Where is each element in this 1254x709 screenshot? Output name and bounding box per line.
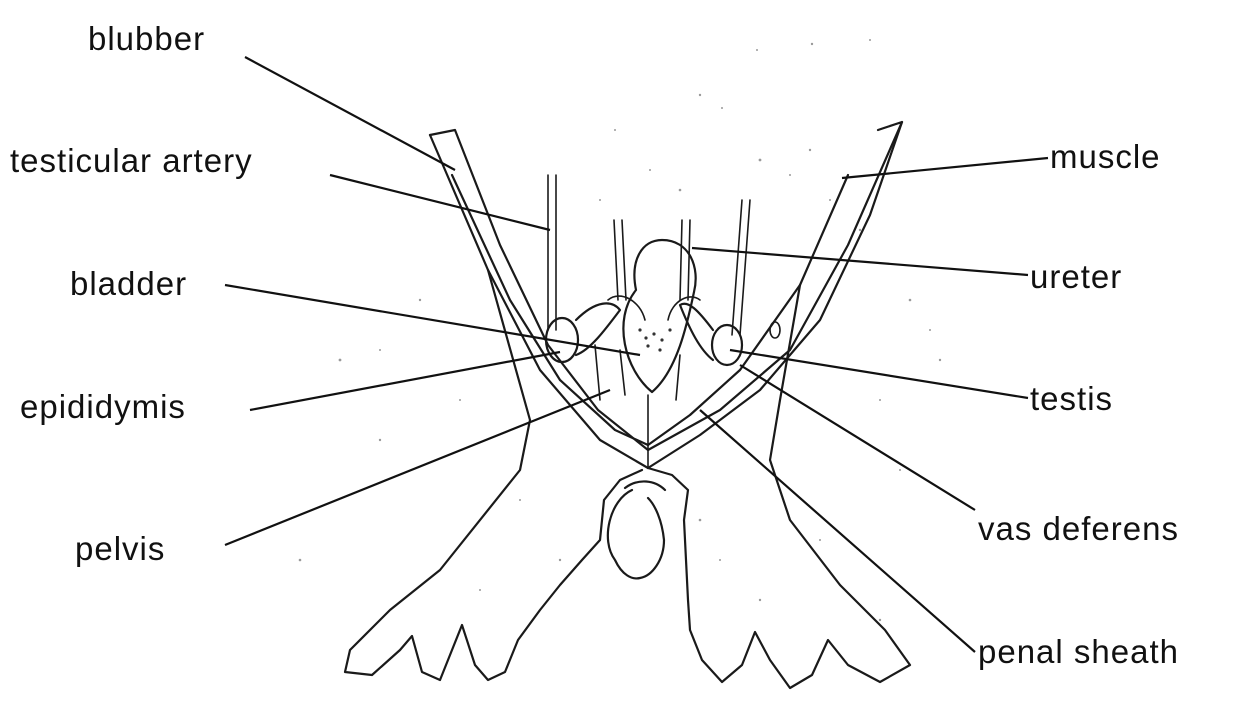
leader-vas-deferens	[740, 365, 975, 510]
leader-ureter	[692, 248, 1028, 275]
leader-lines	[225, 57, 1048, 652]
label-blubber: blubber	[88, 20, 205, 57]
leader-bladder	[225, 285, 640, 355]
label-ureter: ureter	[1030, 258, 1122, 295]
label-testicular-artery: testicular artery	[10, 142, 253, 179]
label-bladder: bladder	[70, 265, 187, 302]
stipple-texture	[299, 39, 942, 621]
leader-blubber	[245, 57, 455, 170]
label-epididymis: epididymis	[20, 388, 186, 425]
label-pelvis: pelvis	[75, 530, 165, 567]
label-penal-sheath: penal sheath	[978, 633, 1179, 670]
label-muscle: muscle	[1050, 138, 1161, 175]
label-testis: testis	[1030, 380, 1113, 417]
leader-muscle	[842, 158, 1048, 178]
label-vas-deferens: vas deferens	[978, 510, 1179, 547]
leader-epididymis	[250, 352, 560, 410]
leader-testicular-artery	[330, 175, 550, 230]
leader-penal-sheath	[700, 410, 975, 652]
leader-pelvis	[225, 390, 610, 545]
internal-organs	[546, 175, 780, 400]
body-outline	[345, 122, 910, 688]
